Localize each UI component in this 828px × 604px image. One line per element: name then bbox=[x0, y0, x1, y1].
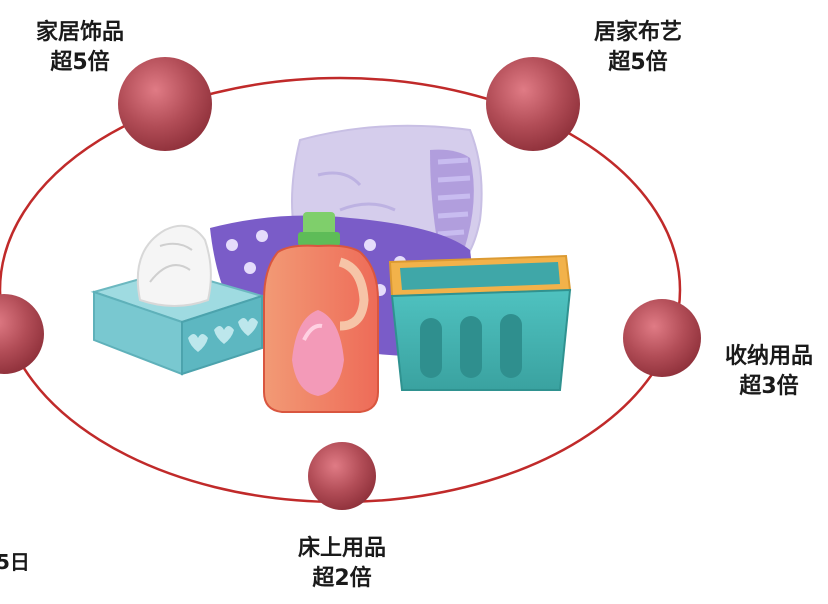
node-label-1: 家居饰品 超5倍 bbox=[20, 18, 140, 78]
node-name: 居家布艺 bbox=[593, 20, 682, 45]
node-value: 超3倍 bbox=[739, 374, 799, 399]
node-value: 超2倍 bbox=[312, 566, 372, 591]
detergent-bottle-illustration bbox=[263, 212, 379, 413]
node-label-4: 床上用品 超2倍 bbox=[282, 534, 402, 594]
node-1-dot bbox=[118, 57, 212, 151]
basket-illustration bbox=[388, 254, 572, 391]
node-5-dot-partial bbox=[0, 294, 44, 374]
node-value: 超5倍 bbox=[608, 50, 668, 75]
node-value: 超5倍 bbox=[50, 50, 110, 75]
node-4-dot bbox=[308, 442, 376, 510]
tissue-box-illustration bbox=[90, 224, 266, 376]
node-name: 收纳用品 bbox=[724, 344, 813, 369]
node-2-dot bbox=[486, 57, 580, 151]
node-name: 床上用品 bbox=[297, 536, 386, 561]
partial-date-text: 5日 bbox=[0, 550, 30, 574]
node-label-2: 居家布艺 超5倍 bbox=[578, 18, 698, 78]
node-label-3: 收纳用品 超3倍 bbox=[710, 342, 828, 402]
node-name: 家居饰品 bbox=[35, 20, 124, 45]
node-3-dot bbox=[623, 299, 701, 377]
